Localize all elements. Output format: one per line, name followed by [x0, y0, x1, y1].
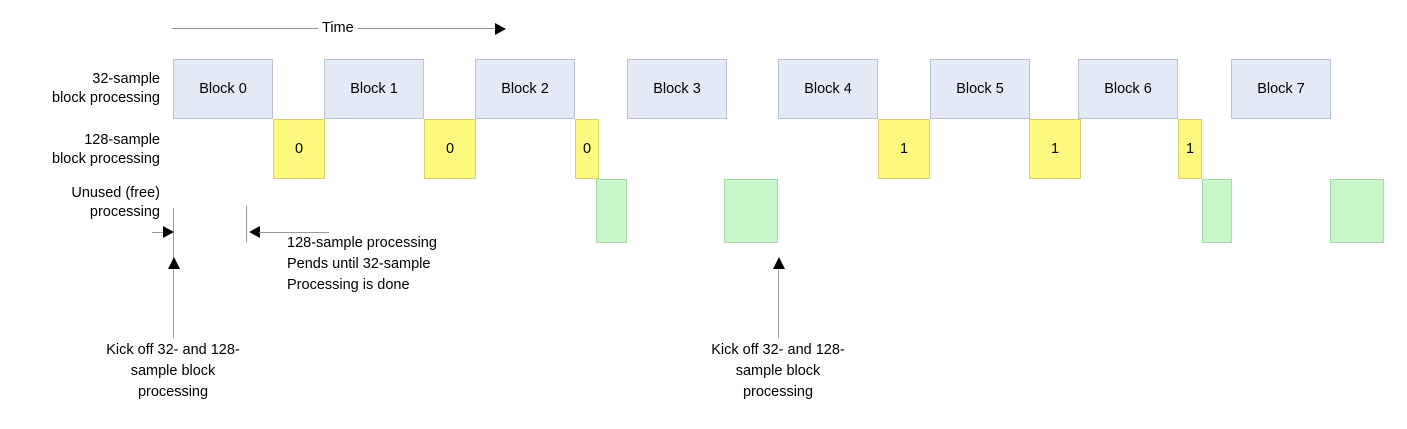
free-block-2[interactable]	[1202, 179, 1232, 243]
block-32-4[interactable]: Block 4	[778, 59, 878, 119]
dimension-arrow-stem-right	[259, 232, 329, 233]
free-block-0[interactable]	[596, 179, 627, 243]
block-128-2[interactable]: 0	[575, 119, 599, 179]
block-128-3[interactable]: 1	[878, 119, 930, 179]
row-label-unused-free: Unused (free) processing	[71, 185, 160, 220]
annotation-kickoff-note-1: Kick off 32- and 128- sample block proce…	[106, 342, 240, 400]
block-128-0[interactable]: 0	[273, 119, 325, 179]
annotation-kickoff-note-2: Kick off 32- and 128- sample block proce…	[711, 342, 845, 400]
block-32-5[interactable]: Block 5	[930, 59, 1030, 119]
block-32-2[interactable]: Block 2	[475, 59, 575, 119]
block-32-0[interactable]: Block 0	[173, 59, 273, 119]
dimension-arrow-right-icon	[163, 226, 174, 238]
row-label-128-sample: 128-sample block processing	[52, 132, 160, 167]
kickoff-2-leader-line	[778, 269, 779, 338]
block-32-7[interactable]: Block 7	[1231, 59, 1331, 119]
annotation-pend-note: 128-sample processing Pends until 32-sam…	[287, 235, 437, 293]
block-128-1[interactable]: 0	[424, 119, 476, 179]
block-128-5[interactable]: 1	[1178, 119, 1202, 179]
time-axis-arrow-right-icon	[495, 23, 506, 35]
kickoff-1-leader-line	[173, 269, 174, 338]
free-block-3[interactable]	[1330, 179, 1384, 243]
block-32-1[interactable]: Block 1	[324, 59, 424, 119]
block-128-4[interactable]: 1	[1029, 119, 1081, 179]
dimension-arrow-left-icon	[249, 226, 260, 238]
free-block-1[interactable]	[724, 179, 778, 243]
time-axis-label: Time	[318, 20, 358, 36]
kickoff-1-arrow-up-icon	[168, 257, 180, 269]
block-32-3[interactable]: Block 3	[627, 59, 727, 119]
block-32-6[interactable]: Block 6	[1078, 59, 1178, 119]
dimension-extension-line-right	[246, 206, 247, 242]
dimension-arrow-stem-left	[152, 232, 166, 233]
kickoff-2-arrow-up-icon	[773, 257, 785, 269]
row-label-32-sample: 32-sample block processing	[52, 71, 160, 106]
